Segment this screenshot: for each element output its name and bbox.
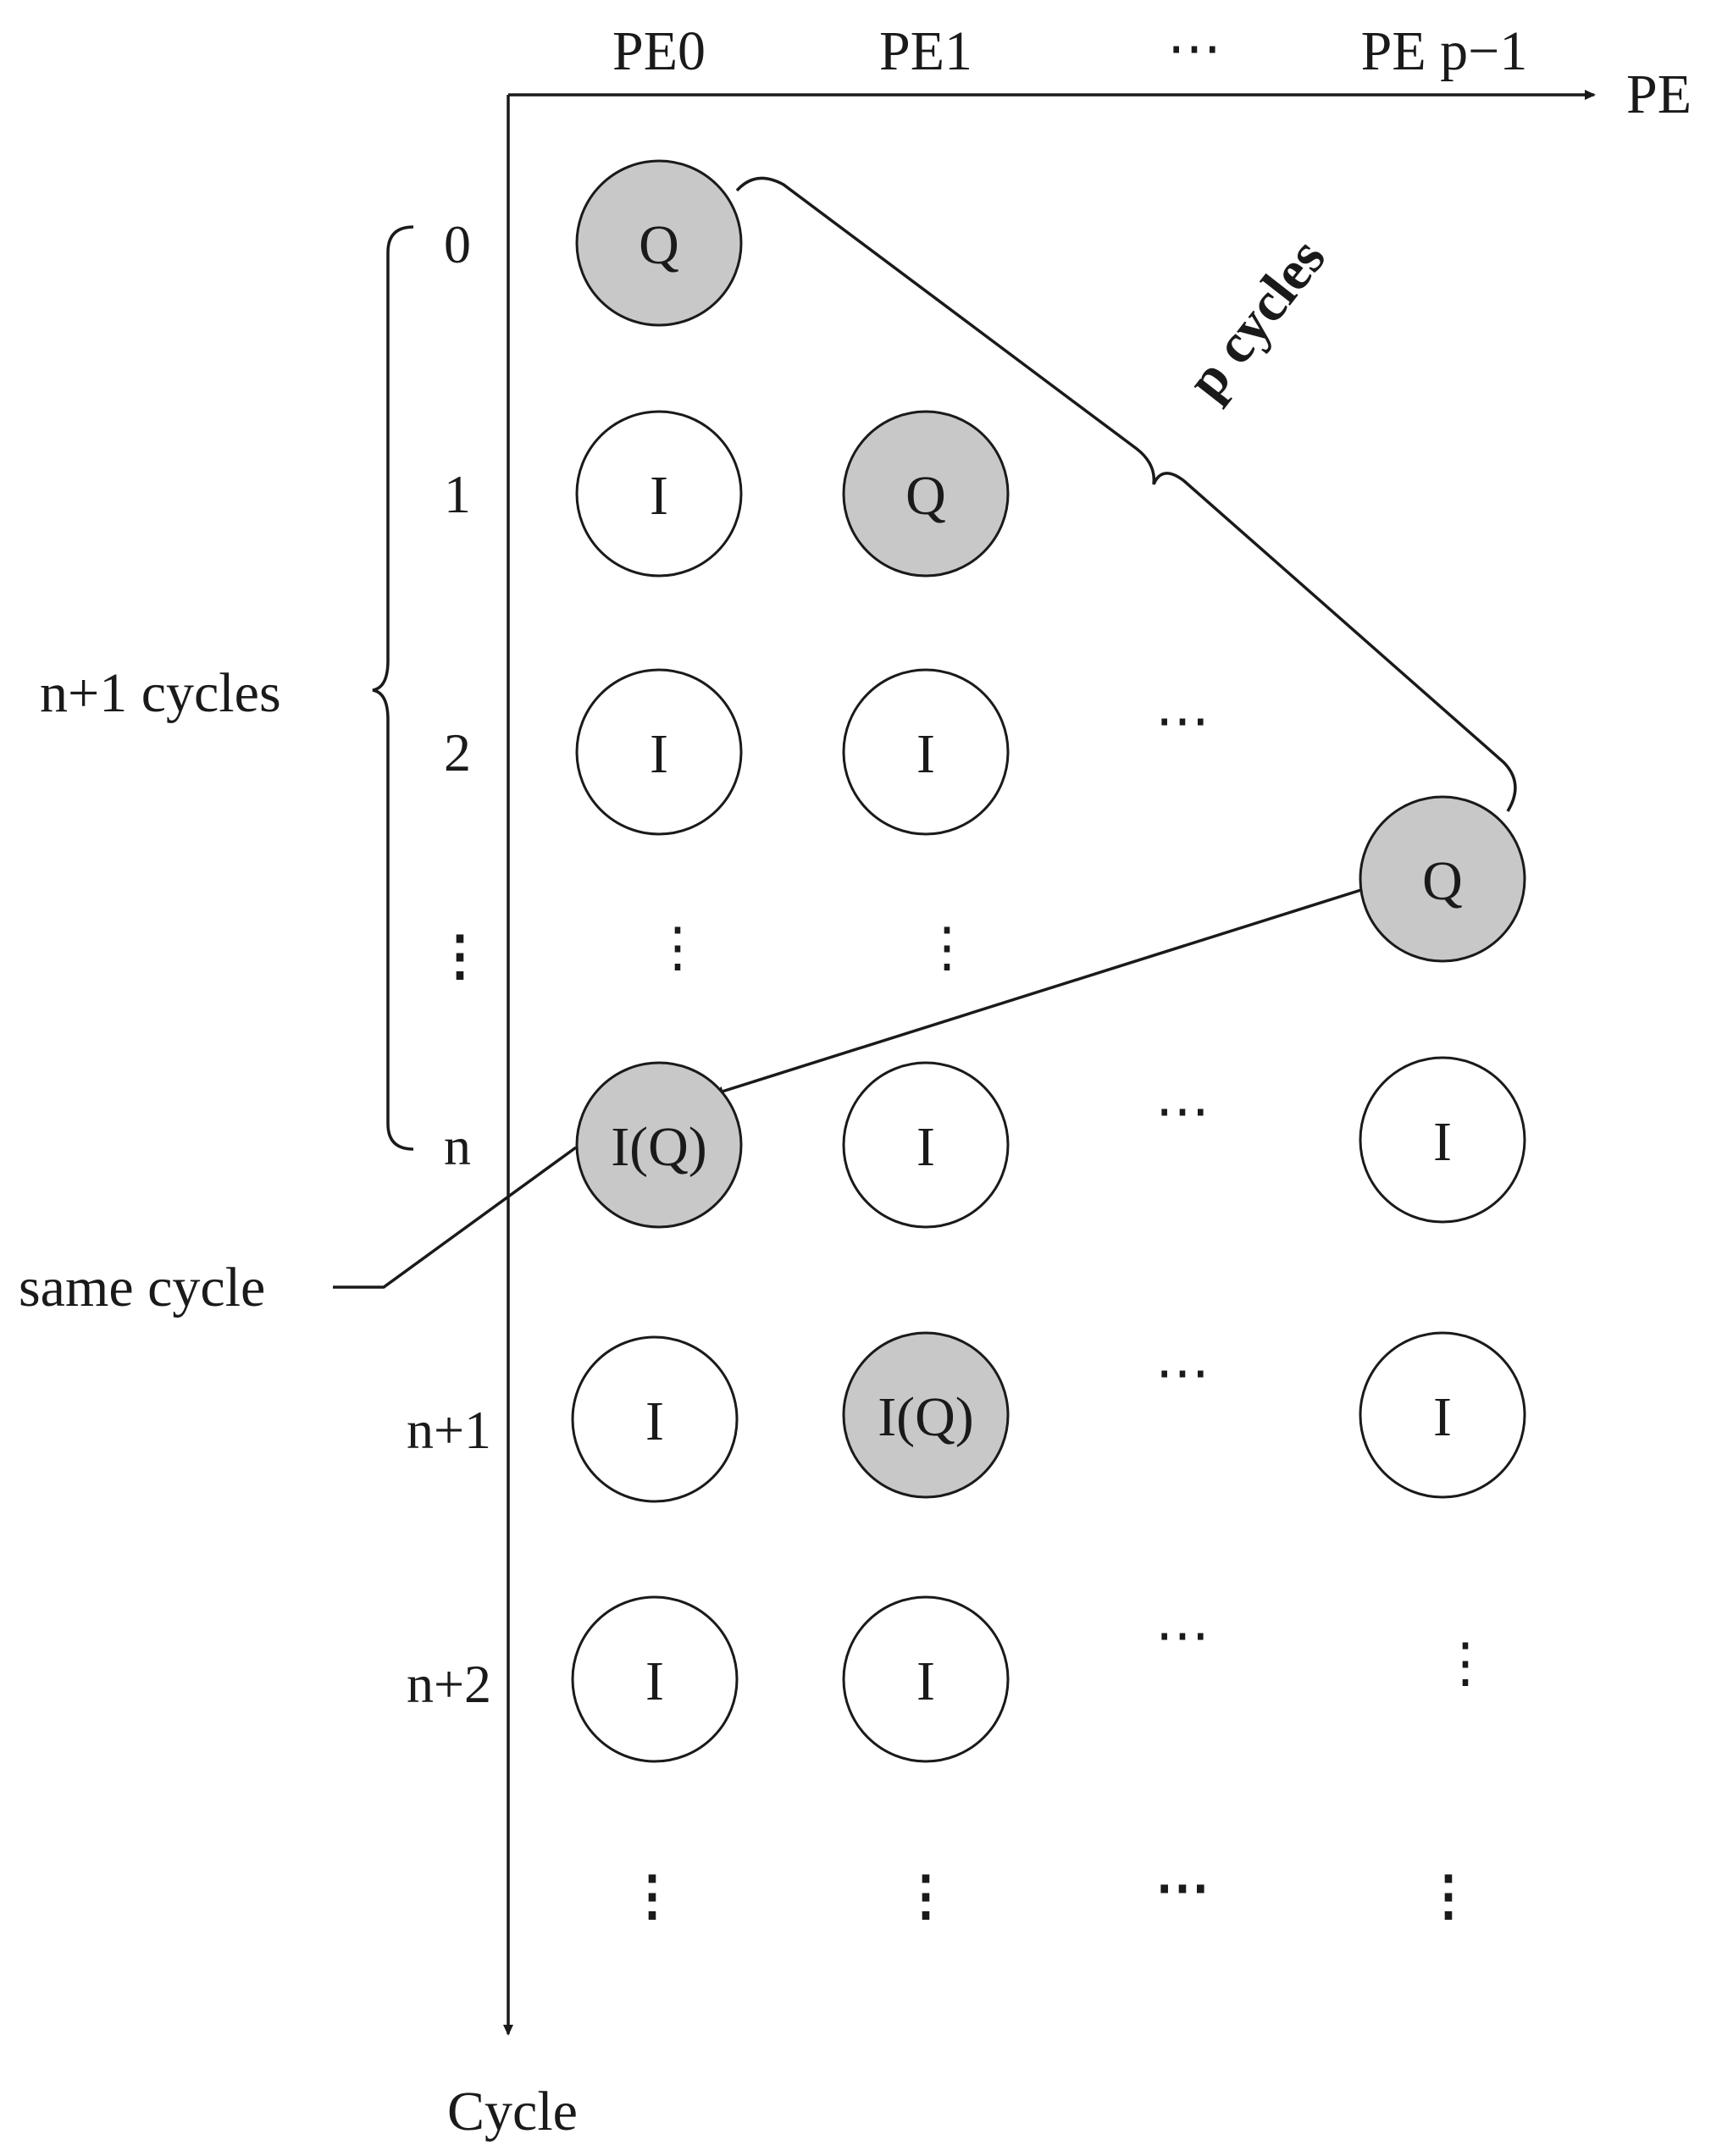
vellipsis-pe-p-minus-1-bottom: ⋮ bbox=[1421, 1866, 1476, 1926]
node-rown1-pe0: I bbox=[571, 1335, 739, 1503]
node-rown-pe1: I bbox=[842, 1061, 1010, 1229]
node-label: Q bbox=[1422, 850, 1463, 912]
column-header-pe-p-minus-1: PE p−1 bbox=[1361, 20, 1528, 82]
row-label-ellipsis: ⋮ bbox=[433, 926, 487, 986]
y-axis-label: Cycle bbox=[447, 2081, 578, 2142]
node-label: I bbox=[916, 1116, 935, 1178]
node-label: I bbox=[650, 723, 668, 785]
node-circle bbox=[842, 1595, 1010, 1763]
node-label: I(Q) bbox=[878, 1386, 974, 1448]
node-q-pe-p-minus-1: Q bbox=[1359, 795, 1526, 963]
node-rown1-pe-p-minus-1: I bbox=[1359, 1331, 1526, 1499]
node-circle bbox=[575, 1061, 743, 1229]
n-plus-1-cycles-label: n+1 cycles bbox=[40, 662, 281, 724]
node-circle bbox=[575, 159, 743, 327]
ellipsis-rown2: ⋯ bbox=[1155, 1605, 1213, 1665]
node-label: Q bbox=[639, 214, 679, 276]
q-transfer-arrow bbox=[712, 887, 1365, 1097]
row-label-n-plus-2: n+2 bbox=[407, 1654, 491, 1714]
node-row1-pe0: I bbox=[575, 410, 743, 578]
node-rown2-pe1: I bbox=[842, 1595, 1010, 1763]
ellipsis-row2: ⋯ bbox=[1155, 690, 1213, 750]
node-circle bbox=[1359, 1056, 1526, 1224]
node-rown-pe0: I(Q) bbox=[575, 1061, 743, 1229]
node-rown-pe-p-minus-1: I bbox=[1359, 1056, 1526, 1224]
column-header-pe0: PE0 bbox=[612, 20, 706, 82]
node-row2-pe0: I bbox=[575, 668, 743, 836]
node-label: I bbox=[916, 1650, 935, 1712]
node-label: I bbox=[650, 465, 668, 527]
node-label: I bbox=[916, 723, 935, 785]
ellipsis-rown1: ⋯ bbox=[1155, 1342, 1213, 1402]
vellipsis-pe0-mid: ⋮ bbox=[651, 917, 705, 977]
node-rown2-pe0: I bbox=[571, 1595, 739, 1763]
node-circle bbox=[842, 668, 1010, 836]
p-cycles-brace bbox=[735, 176, 1517, 812]
same-cycle-label: same cycle bbox=[19, 1257, 265, 1318]
node-label: I bbox=[1433, 1386, 1452, 1448]
column-header-ellipsis: ⋯ bbox=[1167, 18, 1225, 78]
vellipsis-pe1-bottom: ⋮ bbox=[899, 1866, 953, 1926]
vellipsis-pe-p-minus-1-n2: ⋮ bbox=[1438, 1633, 1492, 1693]
vellipsis-pe0-bottom: ⋮ bbox=[625, 1866, 679, 1926]
node-rown1-pe1: I(Q) bbox=[842, 1331, 1010, 1499]
node-circle bbox=[842, 1331, 1010, 1499]
node-circle bbox=[1359, 1331, 1526, 1499]
ellipsis-rown: ⋯ bbox=[1155, 1081, 1213, 1141]
row-label-1: 1 bbox=[444, 464, 471, 524]
row-label-2: 2 bbox=[444, 722, 471, 782]
node-circle bbox=[575, 668, 743, 836]
x-axis-label: PE bbox=[1626, 64, 1692, 125]
n-plus-1-cycles-brace bbox=[372, 225, 414, 1151]
node-label: I bbox=[1433, 1111, 1452, 1173]
node-label: I(Q) bbox=[611, 1116, 707, 1178]
row-label-n-plus-1: n+1 bbox=[407, 1400, 491, 1460]
node-circle bbox=[575, 410, 743, 578]
node-label: I bbox=[645, 1390, 664, 1452]
node-circle bbox=[571, 1335, 739, 1503]
vellipsis-pe1-mid: ⋮ bbox=[920, 917, 974, 977]
node-circle bbox=[571, 1595, 739, 1763]
node-label: I bbox=[645, 1650, 664, 1712]
node-row2-pe1: I bbox=[842, 668, 1010, 836]
node-circle bbox=[1359, 795, 1526, 963]
row-label-0: 0 bbox=[444, 214, 471, 274]
node-circle bbox=[842, 1061, 1010, 1229]
ellipsis-bottom: ⋯ bbox=[1155, 1857, 1213, 1917]
node-row0-pe0: Q bbox=[575, 159, 743, 327]
node-row1-pe1: Q bbox=[842, 410, 1010, 578]
row-label-n: n bbox=[444, 1116, 471, 1176]
node-circle bbox=[842, 410, 1010, 578]
column-header-pe1: PE1 bbox=[879, 20, 972, 82]
p-cycles-label: p cycles bbox=[1175, 227, 1337, 411]
node-label: Q bbox=[905, 465, 946, 527]
same-cycle-leader bbox=[333, 1146, 578, 1289]
